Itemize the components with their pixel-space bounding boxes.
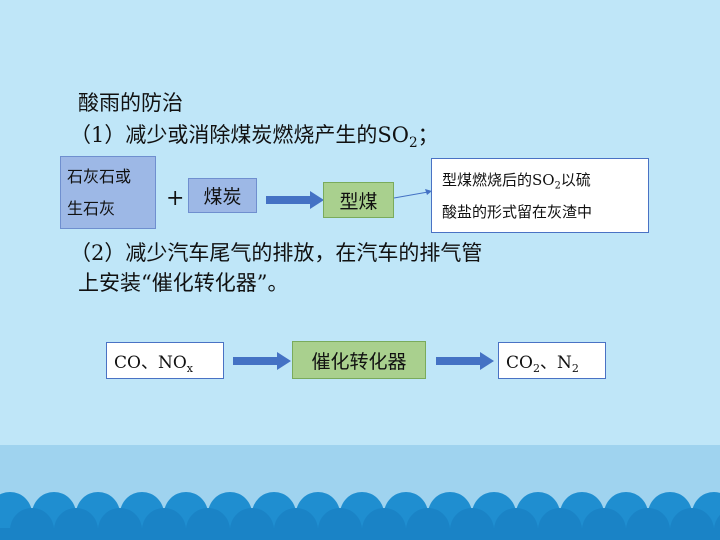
- exhaust-input-box: CO、NOx: [106, 342, 224, 379]
- limestone-box: 石灰石或 生石灰: [60, 156, 156, 229]
- arrow-to-output: [436, 352, 494, 370]
- measure-item-2-line1: （2）减少汽车尾气的排放，在汽车的排气管: [70, 241, 483, 265]
- callout-arrow: [393, 189, 432, 199]
- limestone-label-line2: 生石灰: [67, 198, 116, 218]
- sulfur-note-line2: 酸盐的形式留在灰渣中: [442, 202, 593, 221]
- sulfur-note-line1: 型煤燃烧后的SO2以硫: [442, 170, 591, 191]
- wave-decoration: [0, 492, 720, 540]
- plus-sign: +: [166, 186, 185, 211]
- arrow-to-briquette: [266, 191, 324, 209]
- arrow-to-converter: [233, 352, 291, 370]
- measure-item-2-line2: 上安装“催化转化器”。: [78, 271, 289, 295]
- exhaust-input-label: CO、NOx: [114, 353, 193, 375]
- exhaust-output-label: CO2、N2: [506, 353, 579, 375]
- coal-label: 煤炭: [203, 186, 242, 208]
- limestone-label-line1: 石灰石或: [67, 166, 132, 186]
- coal-box: 煤炭: [188, 178, 257, 213]
- briquette-label: 型煤: [339, 190, 378, 213]
- measure-item-1: （1）减少或消除煤炭燃烧产生的SO2；: [70, 123, 439, 151]
- converter-label: 催化转化器: [311, 350, 407, 373]
- sulfur-note-box: 型煤燃烧后的SO2以硫 酸盐的形式留在灰渣中: [431, 158, 649, 233]
- briquette-box: 型煤: [323, 182, 394, 218]
- slide-title: 酸雨的防治: [78, 91, 183, 115]
- converter-box: 催化转化器: [292, 341, 426, 379]
- exhaust-output-box: CO2、N2: [498, 342, 606, 379]
- wave-base: [0, 528, 720, 540]
